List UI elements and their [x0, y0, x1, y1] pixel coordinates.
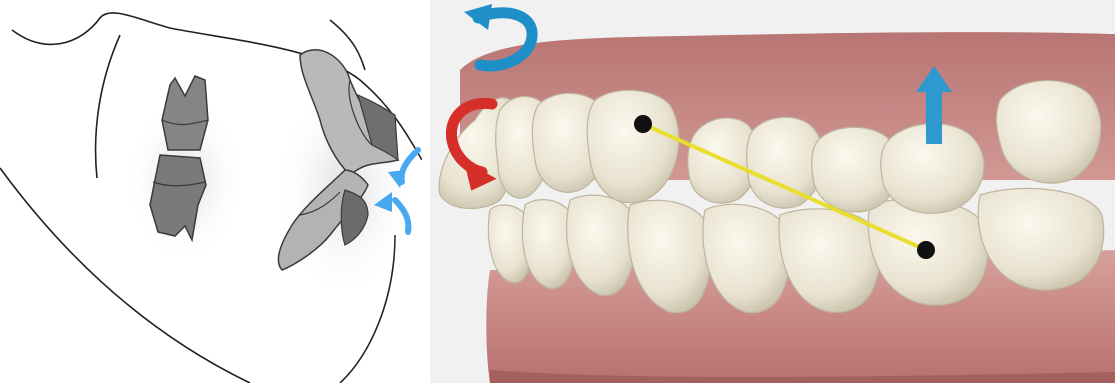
sagittal-sketch-svg — [0, 0, 422, 383]
upper-molar — [162, 76, 208, 150]
left-illustration-panel — [0, 0, 422, 383]
marker-upper — [634, 115, 652, 133]
panel-divider — [422, 0, 430, 383]
dental-model-svg — [430, 0, 1115, 383]
inner-outline — [96, 35, 120, 178]
right-illustration-panel — [430, 0, 1115, 383]
marker-lower — [917, 241, 935, 259]
